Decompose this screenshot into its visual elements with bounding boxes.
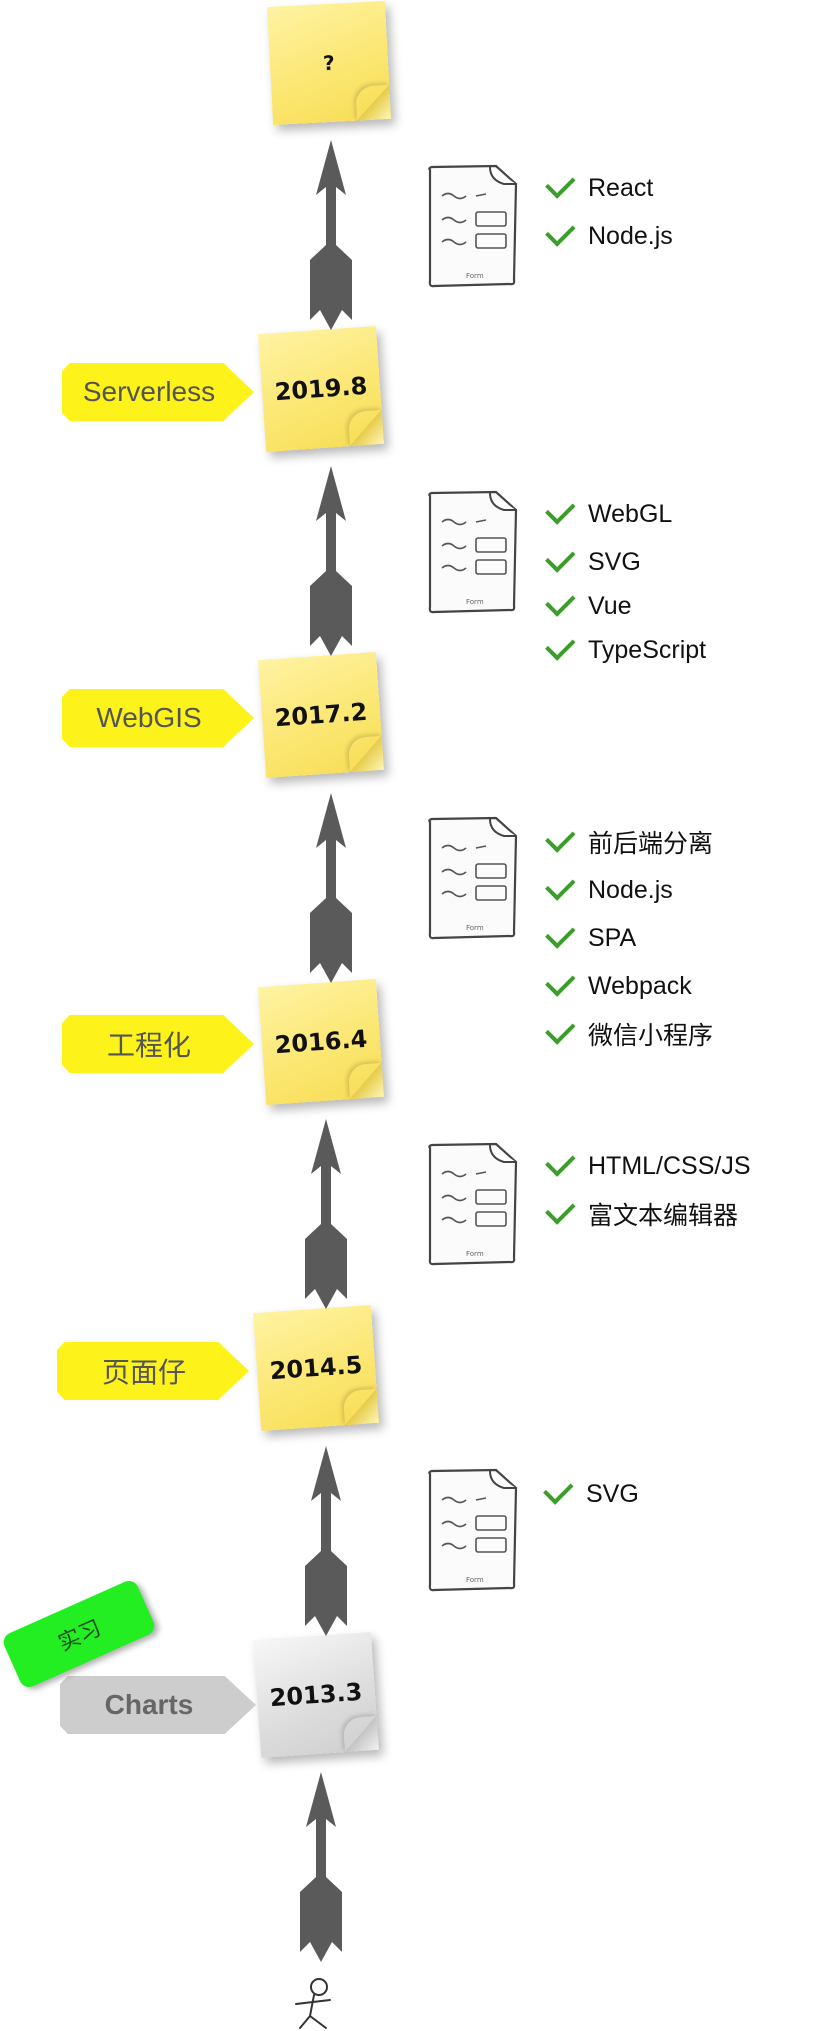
form-label: Form xyxy=(466,1576,484,1584)
tag-label: Serverless xyxy=(82,376,216,407)
skills-list-svg: SVG xyxy=(543,1470,639,1518)
milestone-note-2016: 2016.4 xyxy=(258,979,384,1105)
form-doc-icon: Form xyxy=(426,490,518,614)
form-label: Form xyxy=(466,924,484,932)
skill-label: SVG xyxy=(588,547,641,576)
form-doc-icon: Form xyxy=(426,1142,518,1266)
form-label: Form xyxy=(466,598,484,606)
tag-label: 页面仔 xyxy=(101,1357,186,1388)
arrow-up-icon xyxy=(310,140,352,330)
skill-label: Node.js xyxy=(588,221,673,250)
arrow-up-icon xyxy=(305,1119,347,1309)
checkmark-icon xyxy=(545,167,576,199)
arrow-up-icon xyxy=(310,466,352,656)
skill-item: React xyxy=(545,164,673,212)
skills-list-engineering: 前后端分离 Node.js SPA Webpack 微信小程序 xyxy=(545,818,714,1058)
tag-charts: Charts xyxy=(60,1676,256,1734)
skill-item: Node.js xyxy=(545,212,673,260)
tag-label: WebGIS xyxy=(96,702,202,733)
milestone-date: 2013.3 xyxy=(268,1677,364,1713)
skill-item: 富文本编辑器 xyxy=(545,1190,751,1238)
skill-label: WebGL xyxy=(588,499,673,528)
skill-label: Vue xyxy=(588,591,632,620)
milestone-date: 2016.4 xyxy=(273,1024,369,1060)
skill-label: 前后端分离 xyxy=(588,830,714,858)
form-label: Form xyxy=(466,1250,484,1258)
checkmark-icon xyxy=(545,493,576,525)
milestone-note-2013: 2013.3 xyxy=(253,1632,379,1758)
checkmark-icon xyxy=(545,1013,576,1045)
skill-label: SPA xyxy=(588,923,637,952)
skill-label: Webpack xyxy=(588,971,692,1000)
tag-engineering: 工程化 xyxy=(62,1015,254,1073)
checkmark-icon xyxy=(545,215,576,247)
milestone-note-2019: 2019.8 xyxy=(258,326,384,452)
form-doc-icon: Form xyxy=(426,1468,518,1592)
skills-list-html: HTML/CSS/JS 富文本编辑器 xyxy=(545,1142,751,1238)
skill-item: SPA xyxy=(545,914,713,962)
tag-webgis: WebGIS xyxy=(62,689,254,747)
form-label: Form xyxy=(466,272,484,280)
milestone-date: 2017.2 xyxy=(273,697,369,733)
milestone-date: ? xyxy=(322,50,336,76)
stick-figure-icon xyxy=(295,1978,331,2029)
checkmark-icon xyxy=(545,917,576,949)
checkmark-icon xyxy=(545,629,576,661)
milestone-date: 2014.5 xyxy=(268,1350,364,1386)
tag-label: 工程化 xyxy=(106,1030,191,1061)
skill-label: TypeScript xyxy=(588,635,707,664)
skill-label: SVG xyxy=(586,1479,639,1508)
intern-badge: 实习 xyxy=(0,1577,158,1691)
checkmark-icon xyxy=(545,965,576,997)
skill-item: HTML/CSS/JS xyxy=(545,1142,751,1190)
milestone-date: 2019.8 xyxy=(273,371,369,407)
skill-label: 微信小程序 xyxy=(588,1022,714,1050)
skills-list-react: React Node.js xyxy=(545,164,673,260)
skill-item: Vue xyxy=(545,585,706,626)
milestone-note-2017: 2017.2 xyxy=(258,652,384,778)
tag-serverless: Serverless xyxy=(62,363,254,421)
milestone-note-2014: 2014.5 xyxy=(253,1305,379,1431)
checkmark-icon xyxy=(545,821,576,853)
tag-label: Charts xyxy=(104,1689,194,1720)
checkmark-icon xyxy=(545,1145,576,1177)
tag-page-dev: 页面仔 xyxy=(57,1342,249,1400)
skill-item: 微信小程序 xyxy=(545,1010,714,1058)
checkmark-icon xyxy=(545,1193,576,1225)
skill-item: WebGL xyxy=(545,490,706,538)
checkmark-icon xyxy=(545,585,576,617)
skill-label: HTML/CSS/JS xyxy=(588,1151,751,1180)
form-doc-icon: Form xyxy=(426,164,518,288)
checkmark-icon xyxy=(545,869,576,901)
skill-item: SVG xyxy=(543,1470,639,1518)
skill-item: SVG xyxy=(545,538,706,586)
milestone-note-unknown: ? xyxy=(266,0,392,126)
intern-label: 实习 xyxy=(54,1615,105,1656)
skill-label: 富文本编辑器 xyxy=(588,1202,739,1230)
skill-item: 前后端分离 xyxy=(545,818,714,866)
arrow-up-icon xyxy=(300,1772,342,1962)
skill-item: Webpack xyxy=(545,962,713,1010)
checkmark-icon xyxy=(545,541,576,573)
skill-item: Node.js xyxy=(545,866,713,914)
arrow-up-icon xyxy=(305,1446,347,1636)
skills-list-webgl: WebGL SVG Vue TypeScript xyxy=(545,490,707,674)
checkmark-icon xyxy=(543,1473,574,1505)
skill-label: Node.js xyxy=(588,875,673,904)
form-doc-icon: Form xyxy=(426,816,518,940)
skill-item: TypeScript xyxy=(545,626,707,674)
arrow-up-icon xyxy=(310,793,352,983)
skill-label: React xyxy=(588,173,654,202)
